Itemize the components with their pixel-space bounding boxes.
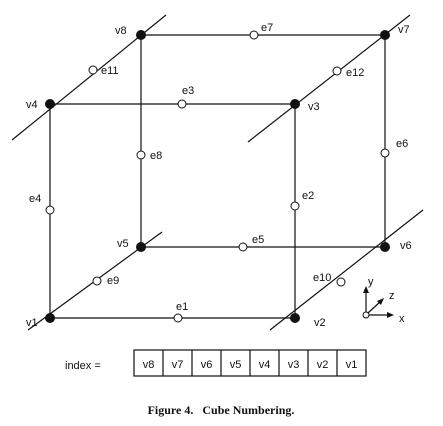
edge-label-e6: e6 [396, 138, 408, 150]
y-axis-label: y [368, 276, 374, 288]
z-axis-arrow [367, 300, 382, 314]
edge-label-e9: e9 [107, 275, 119, 287]
edge-marker-e3 [177, 99, 187, 109]
edge-label-e1: e1 [176, 301, 188, 313]
edge-label-e11: e11 [101, 65, 119, 77]
edge-marker-e12 [332, 66, 342, 76]
vertex-label-v4: v4 [26, 99, 38, 111]
index-cell: v2 [317, 359, 329, 371]
edge-marker-e5 [238, 242, 248, 252]
edge-label-e4: e4 [29, 193, 41, 205]
edge-label-e2: e2 [302, 190, 314, 202]
diagonal-line-v2-v6 [269, 209, 424, 331]
vertex-label-v6: v6 [400, 240, 412, 252]
z-axis-label: z [389, 290, 395, 302]
x-axis-label: x [399, 313, 405, 325]
vertex-label-v5: v5 [117, 238, 129, 250]
edge-label-e7: e7 [261, 22, 273, 34]
edge-marker-e8 [136, 150, 146, 160]
vertex-v8 [136, 30, 146, 40]
vertex-v1 [45, 313, 55, 323]
index-cell: v7 [172, 359, 184, 371]
vertex-v7 [380, 30, 390, 40]
vertex-label-v8: v8 [115, 25, 127, 37]
edge-marker-e11 [88, 65, 98, 75]
y-axis-arrowhead [363, 286, 369, 293]
vertex-v2 [290, 313, 300, 323]
index-cell: v3 [288, 359, 300, 371]
edge-label-e5: e5 [252, 234, 264, 246]
edge-marker-e7 [249, 30, 259, 40]
vertex-label-v7: v7 [398, 24, 410, 36]
edge-marker-e6 [380, 148, 390, 158]
index-cell: v8 [143, 359, 155, 371]
vertex-v6 [380, 242, 390, 252]
edge-label-e12: e12 [346, 67, 364, 79]
index-table: v8 v7 v6 v5 v4 v3 v2 v1 [133, 349, 367, 377]
index-cell: v5 [230, 359, 242, 371]
index-label: index = [65, 360, 101, 372]
vertex-label-v1: v1 [26, 317, 38, 329]
edge-marker-e4 [45, 205, 55, 215]
vertex-label-v3: v3 [308, 101, 320, 113]
edge-label-e8: e8 [150, 150, 162, 162]
z-axis-arrowhead [377, 298, 384, 305]
vertex-v5 [136, 242, 146, 252]
vertex-v3 [290, 99, 300, 109]
edge-marker-e1 [173, 313, 183, 323]
edge-marker-e2 [290, 201, 300, 211]
edge-marker-e10 [336, 277, 346, 287]
vertex-v4 [45, 99, 55, 109]
index-cell: v1 [346, 359, 358, 371]
index-cell: v6 [201, 359, 213, 371]
axis-triad: y z x [362, 276, 405, 325]
x-axis-arrowhead [387, 312, 394, 318]
edge-label-e3: e3 [182, 85, 194, 97]
edge-label-e10: e10 [313, 272, 331, 284]
index-cell: v4 [259, 359, 271, 371]
figure-caption: Figure 4. Cube Numbering. [148, 403, 295, 417]
vertex-label-v2: v2 [314, 317, 326, 329]
edge-marker-e9 [92, 276, 102, 286]
